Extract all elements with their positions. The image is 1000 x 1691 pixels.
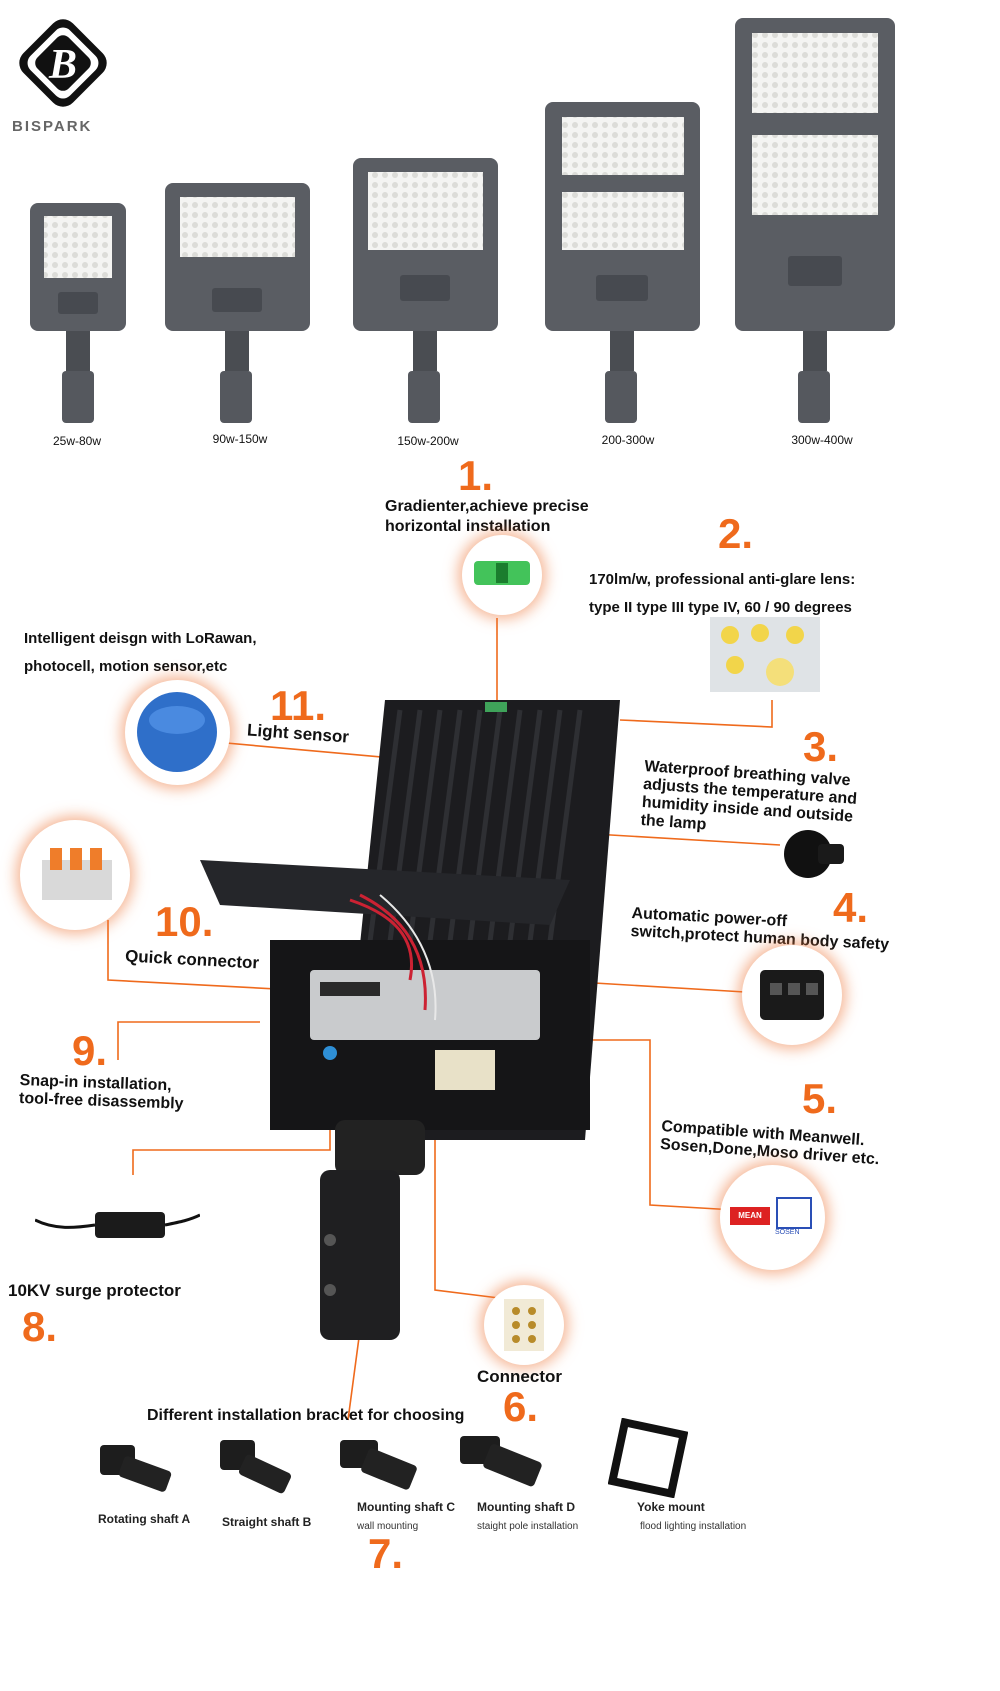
bispark-logo: B xyxy=(19,19,107,107)
straight-shaft-b-photo xyxy=(220,1440,291,1494)
surge-protector-label: 10KV surge protector xyxy=(8,1281,181,1300)
bracket-a-name: Rotating shaft A xyxy=(98,1512,191,1526)
lamp-90-150w xyxy=(165,183,310,423)
yoke-mount-photo xyxy=(608,1418,688,1498)
power-label-5: 300w-400w xyxy=(791,433,853,447)
feature-2-line1: 170lm/w, professional anti-glare lens: xyxy=(589,571,856,588)
feature-9-text: Snap-in installation, tool-free disassem… xyxy=(19,1072,185,1114)
feature-1-line2: horizontal installation xyxy=(385,518,551,535)
power-label-4: 200-300w xyxy=(601,433,655,447)
light-sensor-photo xyxy=(125,680,230,785)
feature-1-text: Gradienter,achieve precise horizontal in… xyxy=(385,497,589,537)
feature-4-number: 4. xyxy=(833,884,869,931)
mounting-shaft-c-photo xyxy=(340,1440,417,1490)
feature-7-number: 7. xyxy=(368,1530,404,1577)
spirit-level-icon xyxy=(474,561,530,585)
feature-3-number: 3. xyxy=(803,723,839,770)
intelligent-line1: Intelligent deisgn with LoRawan, xyxy=(24,630,257,647)
connector-label: Connector xyxy=(477,1367,562,1386)
bracket-d-sub: staight pole installation xyxy=(477,1521,579,1532)
feature-2-text: 170lm/w, professional anti-glare lens: t… xyxy=(589,566,855,622)
bracket-c-sub: wall mounting xyxy=(357,1521,419,1532)
bracket-title: Different installation bracket for choos… xyxy=(147,1407,465,1424)
wago-connector-icon xyxy=(42,848,112,900)
power-switch-icon xyxy=(760,970,824,1020)
lamp-300-400w xyxy=(735,18,895,423)
feature-11-number: 11. xyxy=(270,682,327,729)
brand-name: BISPARK xyxy=(12,118,93,135)
bracket-yoke-sub: flood lighting installation xyxy=(640,1521,747,1532)
meanwell-logo: MEAN WELL xyxy=(730,1207,770,1238)
product-lineup xyxy=(30,18,895,423)
lamp-200-300w xyxy=(545,102,700,423)
feature-8-number: 8. xyxy=(22,1303,58,1350)
sosen-logo-text: SOSEN xyxy=(775,1229,800,1236)
lamp-150-200w xyxy=(353,158,498,423)
lens-photo xyxy=(710,617,820,692)
feature-9-number: 9. xyxy=(72,1027,108,1074)
power-off-switch-photo xyxy=(742,945,842,1045)
bracket-yoke-name: Yoke mount xyxy=(637,1500,705,1514)
bracket-d-name: Mounting shaft D xyxy=(477,1500,575,1514)
lamp-exploded-view xyxy=(200,700,620,1340)
photocell-icon xyxy=(137,692,217,772)
lamp-25-80w xyxy=(30,203,126,423)
breathing-valve-photo xyxy=(784,830,844,878)
feature-2-number: 2. xyxy=(718,510,754,557)
mounting-shaft-d-photo xyxy=(460,1436,542,1487)
terminal-block-icon xyxy=(504,1299,544,1351)
feature-1-line1: Gradienter,achieve precise xyxy=(385,498,589,515)
surge-protector-photo xyxy=(35,1212,200,1238)
feature-6-number: 6. xyxy=(503,1383,539,1430)
bracket-b-name: Straight shaft B xyxy=(222,1515,312,1529)
sosen-logo-mark xyxy=(776,1197,812,1229)
rotating-shaft-a-photo xyxy=(100,1445,172,1492)
gradienter-photo xyxy=(462,535,542,615)
quick-connector-photo xyxy=(20,820,130,930)
connector-photo xyxy=(484,1285,564,1365)
bracket-c-name: Mounting shaft C xyxy=(357,1500,455,1514)
feature-5-number: 5. xyxy=(802,1075,838,1122)
feature-2-line2: type II type III type IV, 60 / 90 degree… xyxy=(589,599,852,616)
intelligent-line2: photocell, motion sensor,etc xyxy=(24,658,228,675)
driver-brands-photo: MEAN WELL SOSEN xyxy=(720,1165,825,1270)
intelligent-design-text: Intelligent deisgn with LoRawan, photoce… xyxy=(24,625,257,681)
power-label-2: 90w-150w xyxy=(212,432,268,446)
feature-1-number: 1. xyxy=(458,452,494,499)
power-label-3: 150w-200w xyxy=(397,434,459,448)
feature-10-number: 10. xyxy=(155,898,214,945)
svg-text:B: B xyxy=(48,42,77,88)
power-label-1: 25w-80w xyxy=(52,434,102,448)
